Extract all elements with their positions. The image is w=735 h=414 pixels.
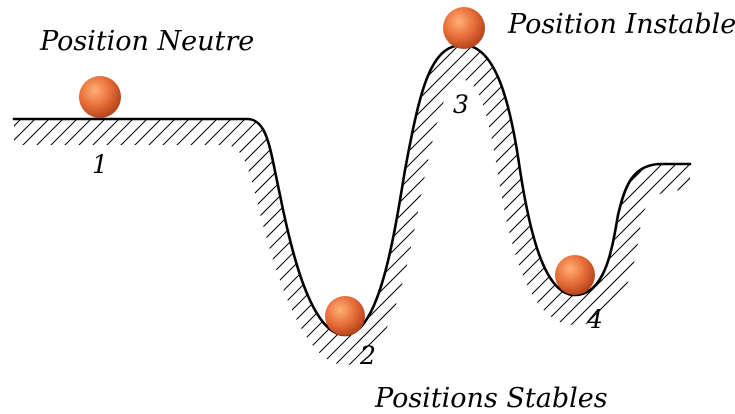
label-neutral: Position Neutre xyxy=(39,26,254,57)
ball-neutral xyxy=(79,76,121,118)
position-number-3: 3 xyxy=(453,90,469,119)
label-unstable: Position Instable xyxy=(507,9,735,40)
hatch-line xyxy=(700,20,735,414)
hatch-line xyxy=(685,45,690,400)
ball-unstable-top xyxy=(443,7,485,49)
label-stable: Positions Stables xyxy=(374,383,608,414)
hatch-line xyxy=(714,20,735,414)
ground-curve xyxy=(12,43,692,337)
ball-stable-bottom xyxy=(325,296,365,336)
hatch-line xyxy=(728,20,735,414)
position-number-1: 1 xyxy=(92,150,108,179)
position-number-4: 4 xyxy=(586,305,603,334)
ball-stable-right xyxy=(555,255,595,295)
hatch-band-mask xyxy=(14,80,690,414)
position-number-2: 2 xyxy=(359,341,376,370)
hatch-line xyxy=(0,20,8,414)
